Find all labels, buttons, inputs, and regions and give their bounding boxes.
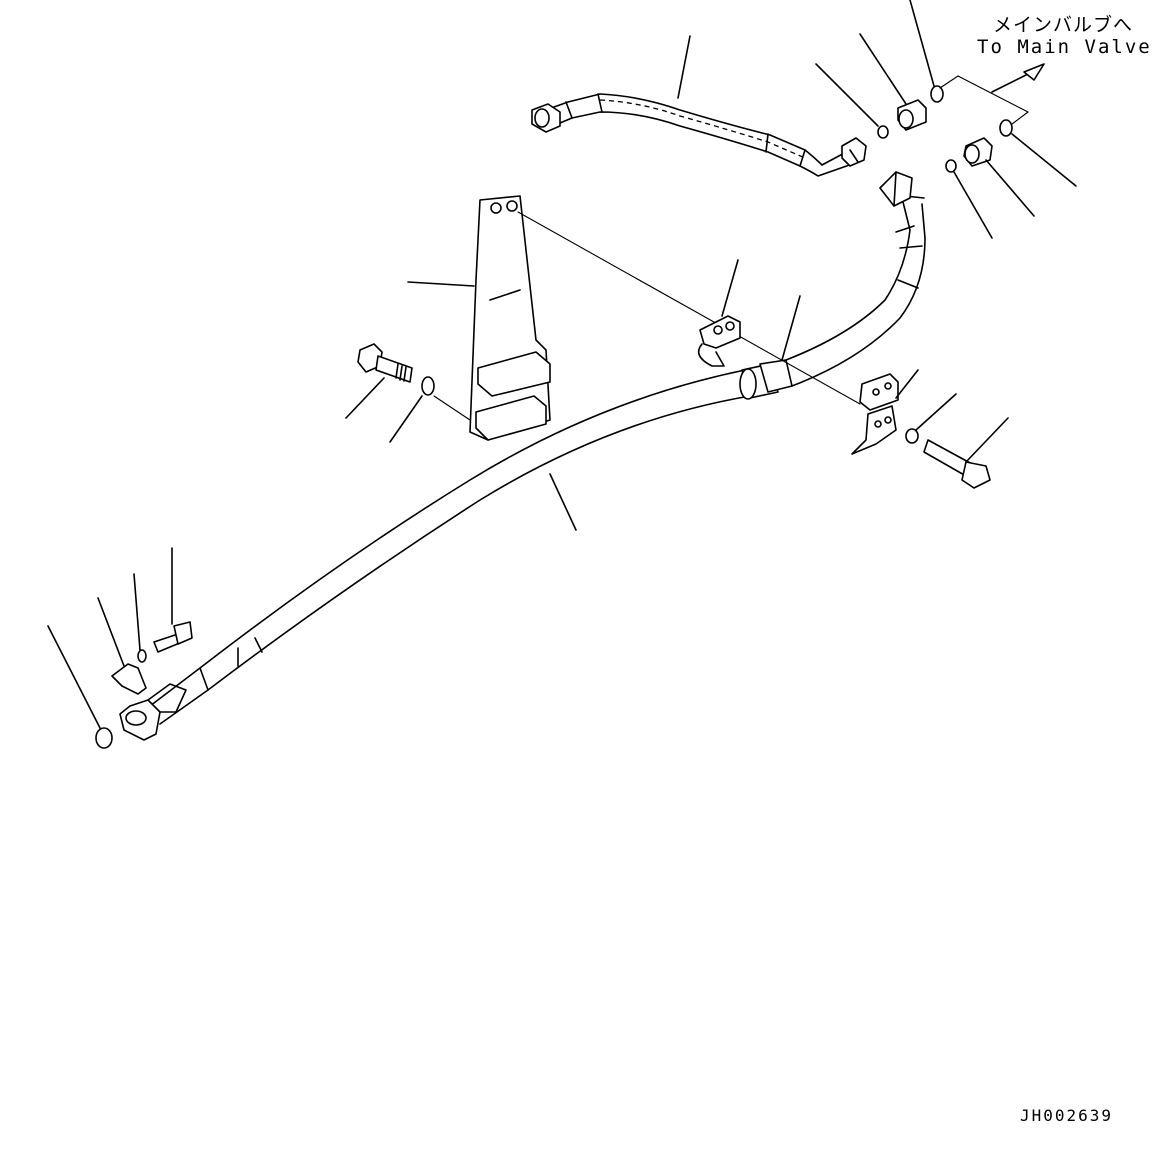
destination-note-japanese: メインバルブへ bbox=[993, 14, 1134, 36]
lower-end-parts bbox=[47, 547, 193, 749]
bracket bbox=[407, 195, 861, 441]
bolt-right bbox=[905, 393, 1009, 489]
upper-hose bbox=[531, 35, 867, 177]
destination-note-english: To Main Valve bbox=[977, 36, 1152, 58]
valve-fittings bbox=[815, 0, 1077, 239]
drawing-number: JH002639 bbox=[1020, 1106, 1114, 1125]
bolt-left bbox=[345, 343, 471, 443]
main-hose bbox=[119, 171, 926, 741]
hose-clamps bbox=[697, 259, 919, 455]
